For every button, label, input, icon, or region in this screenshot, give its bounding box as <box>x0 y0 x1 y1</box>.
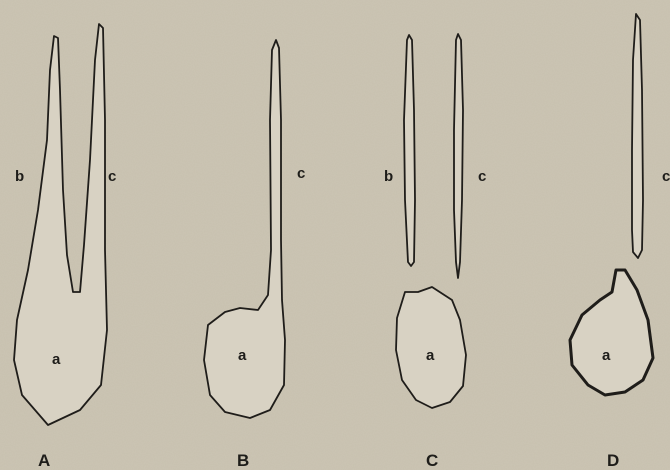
panel-a-label-c: c <box>108 168 116 185</box>
panel-d-label-a: a <box>602 347 611 364</box>
panel-a-label-a: a <box>52 351 61 368</box>
panel-c-label-a: a <box>426 347 435 364</box>
panel-c-label-b: b <box>384 168 393 185</box>
shape-d-process-c <box>632 14 643 258</box>
panel-c-letter: C <box>426 451 438 470</box>
shape-c-process-b <box>404 35 415 266</box>
panel-b-label-c: c <box>297 165 305 182</box>
panel-b-label-a: a <box>238 347 247 364</box>
panel-c-label-c: c <box>478 168 486 185</box>
panel-b-letter: B <box>237 451 249 470</box>
panel-a-letter: A <box>38 451 50 470</box>
panel-a-label-b: b <box>15 168 24 185</box>
panel-d-label-c: c <box>662 168 670 185</box>
panel-d-letter: D <box>607 451 619 470</box>
